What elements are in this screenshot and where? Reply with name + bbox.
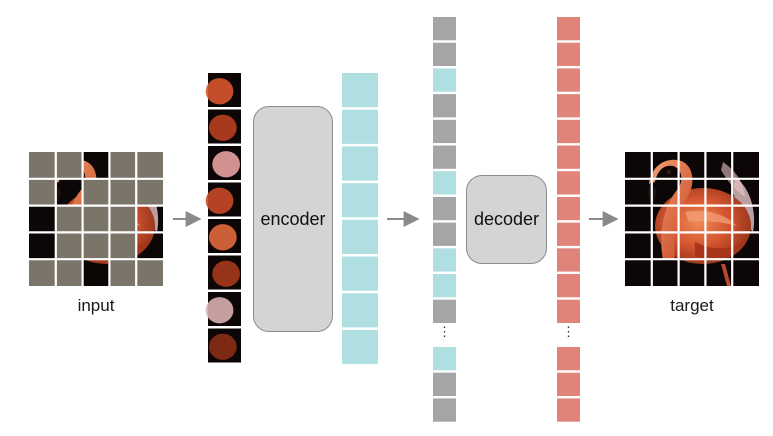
encoded-token [433, 68, 456, 92]
predicted-token [557, 398, 580, 422]
masked-patch [109, 205, 137, 233]
masked-patch [109, 178, 137, 206]
encoded-token [342, 293, 378, 328]
encoder-output-tokens [342, 73, 378, 365]
mask-token [433, 196, 456, 221]
encoded-token [342, 256, 378, 291]
encoded-token [342, 146, 378, 181]
encoded-token [342, 73, 378, 108]
predicted-token [557, 347, 580, 371]
predicted-token [557, 94, 580, 118]
predicted-token [557, 171, 580, 195]
masked-patch [82, 205, 110, 233]
mask-token [433, 299, 456, 323]
mask-token [433, 145, 456, 169]
mask-token [433, 94, 456, 118]
masked-patch [136, 259, 163, 286]
encoded-token [342, 219, 378, 254]
decoder-box: decoder [466, 175, 547, 264]
mask-token [433, 398, 456, 422]
predicted-token [557, 274, 580, 298]
decoder-input-ellipsis: ⋮ [438, 324, 451, 339]
predicted-token [557, 145, 580, 169]
masked-patch [29, 152, 56, 179]
masked-patch [109, 232, 137, 260]
masked-patch [55, 152, 83, 179]
mask-token [433, 119, 456, 144]
masked-patch [55, 259, 83, 286]
masked-patch [29, 178, 56, 206]
masked-patch [136, 152, 163, 179]
decoder-label: decoder [473, 209, 540, 229]
masked-patch [109, 259, 137, 286]
masked-patch [82, 178, 110, 206]
encoded-token [433, 347, 456, 371]
visible-patches-strip [205, 73, 241, 363]
predicted-token [557, 42, 580, 66]
mask-token [433, 372, 456, 396]
predicted-token [557, 119, 580, 144]
predicted-token [557, 196, 580, 221]
predicted-token [557, 299, 580, 323]
masked-patch [55, 205, 83, 233]
predicted-token [557, 372, 580, 396]
input-caption: input [77, 296, 115, 315]
encoded-token [433, 171, 456, 195]
masked-patch [136, 178, 163, 206]
target-caption: target [670, 296, 714, 315]
predicted-token [557, 222, 580, 246]
decoder-output-tokens [557, 17, 580, 422]
predicted-token [557, 68, 580, 92]
decoder-output-ellipsis: ⋮ [562, 324, 575, 339]
masked-patch [55, 232, 83, 260]
encoded-token [342, 329, 378, 365]
predicted-token [557, 17, 580, 41]
mask-token [433, 222, 456, 246]
masked-patch [109, 152, 137, 179]
input-image [29, 152, 163, 286]
masked-patch [29, 259, 56, 286]
encoder-label: encoder [260, 208, 326, 229]
masked-patch [82, 232, 110, 260]
mask-token [433, 17, 456, 41]
encoded-token [433, 248, 456, 272]
encoded-token [342, 109, 378, 144]
mask-token [433, 42, 456, 66]
encoded-token [433, 274, 456, 298]
decoder-input-tokens [433, 17, 456, 422]
predicted-token [557, 248, 580, 272]
encoder-box: encoder [253, 106, 333, 332]
encoded-token [342, 183, 378, 218]
target-image [625, 152, 759, 286]
